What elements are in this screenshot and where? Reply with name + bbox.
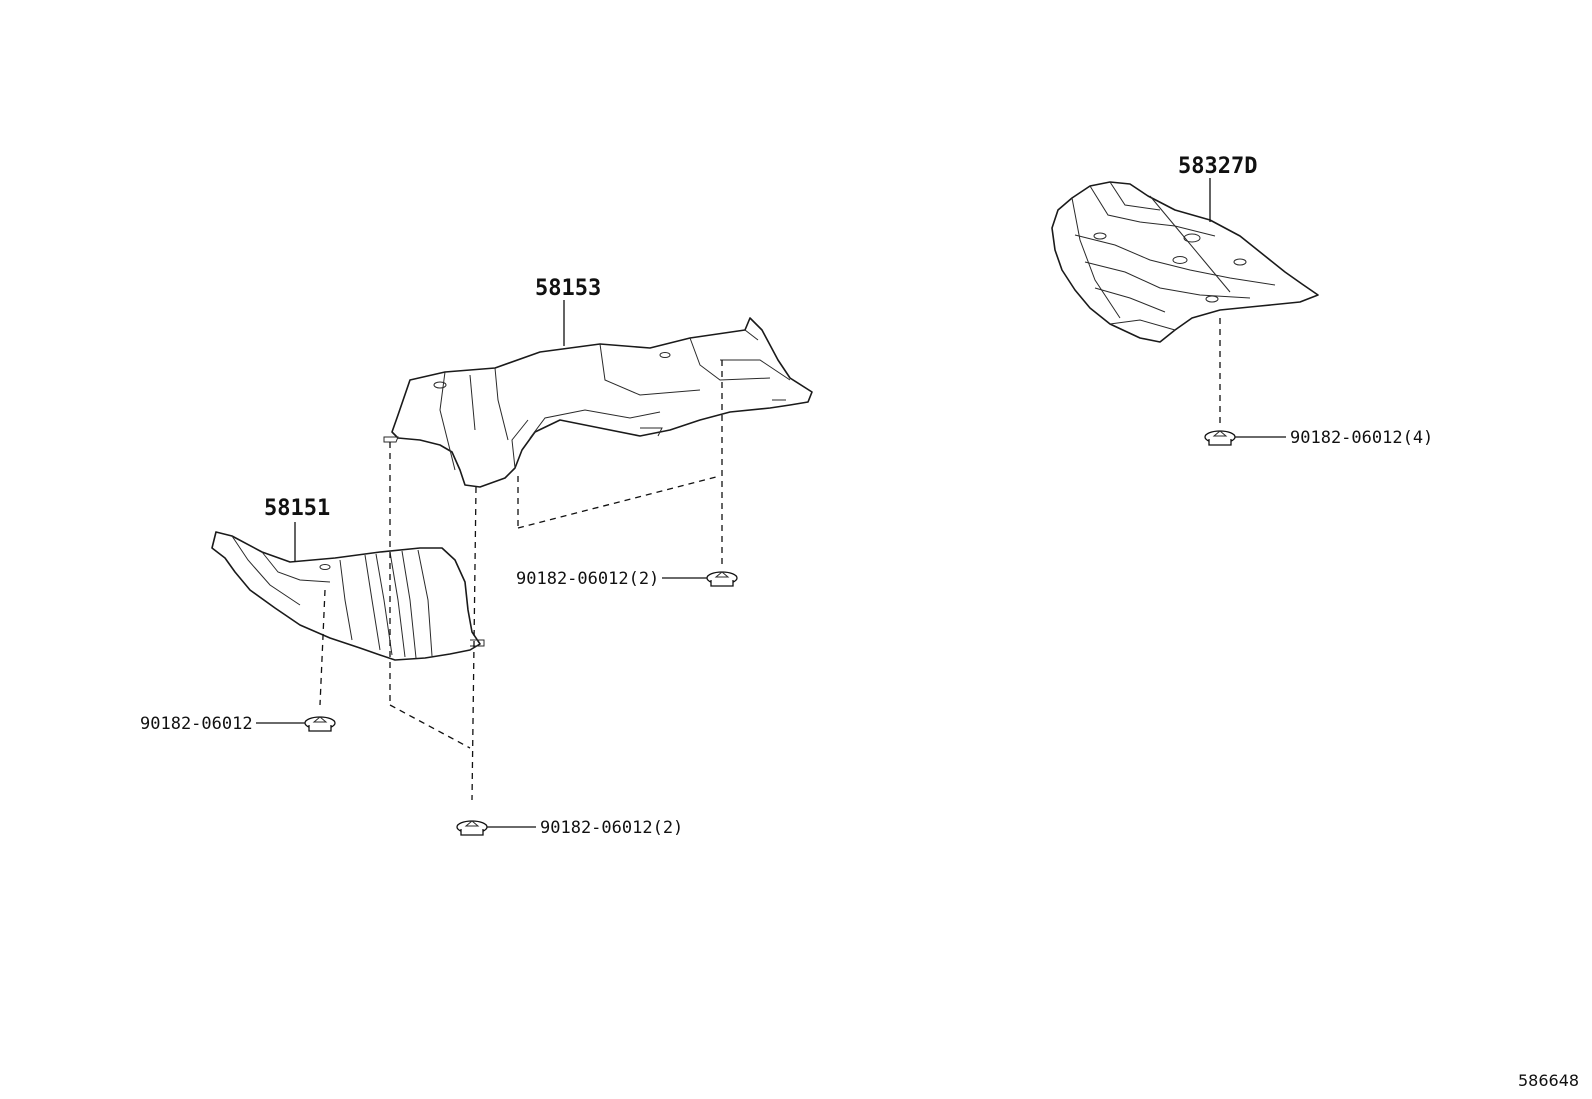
- heat-insulator-58327d-shape[interactable]: [1051, 181, 1319, 343]
- heat-insulator-58153-shape[interactable]: [383, 317, 813, 488]
- installation-guide-lines: [319, 318, 1221, 801]
- diagram-reference-number: 586648: [1518, 1071, 1579, 1090]
- clip-fastener-3-icon[interactable]: [456, 820, 488, 836]
- fastener-label-1[interactable]: 90182-06012(2): [516, 569, 659, 589]
- clip-fastener-1-icon[interactable]: [706, 571, 738, 587]
- heat-insulator-58151-shape[interactable]: [211, 531, 485, 661]
- part-number-58151[interactable]: 58151: [264, 496, 330, 521]
- part-number-58327d[interactable]: 58327D: [1178, 154, 1257, 179]
- fastener-label-3[interactable]: 90182-06012(2): [540, 818, 683, 838]
- fastener-label-4[interactable]: 90182-06012(4): [1290, 428, 1433, 448]
- fastener-label-2[interactable]: 90182-06012: [140, 714, 253, 734]
- part-number-58153[interactable]: 58153: [535, 276, 601, 301]
- clip-fastener-4-icon[interactable]: [1204, 430, 1236, 446]
- clip-fastener-2-icon[interactable]: [304, 716, 336, 732]
